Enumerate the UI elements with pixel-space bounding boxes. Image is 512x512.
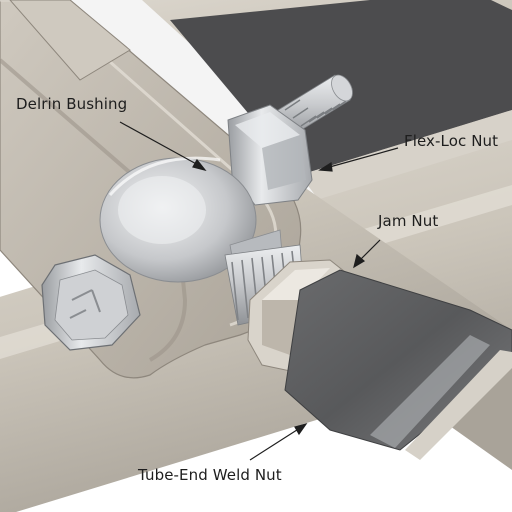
- label-jam-nut: Jam Nut: [378, 212, 439, 230]
- hex-bolt-head: [41, 254, 141, 351]
- arrow-pointer-icon: [353, 253, 366, 269]
- arrow-pointer-weld: [249, 427, 301, 461]
- bolt-head-marking: [69, 289, 101, 319]
- arrow-pointer-icon: [294, 422, 308, 436]
- arrow-pointer-icon: [192, 158, 207, 172]
- plate-top-tab: [9, 0, 131, 81]
- label-flex-loc-nut: Flex-Loc Nut: [404, 132, 499, 150]
- label-tube-end-weld-nut: Tube-End Weld Nut: [138, 466, 282, 484]
- flex-loc-nut: [227, 104, 313, 206]
- leader-arrows: [119, 121, 399, 461]
- arrow-pointer-delrin: [119, 121, 201, 167]
- tube-end-sleeve: [284, 269, 512, 460]
- arrow-pointer-icon: [318, 161, 333, 172]
- label-delrin-bushing: Delrin Bushing: [16, 95, 128, 113]
- arrow-pointer-flexloc: [325, 147, 399, 169]
